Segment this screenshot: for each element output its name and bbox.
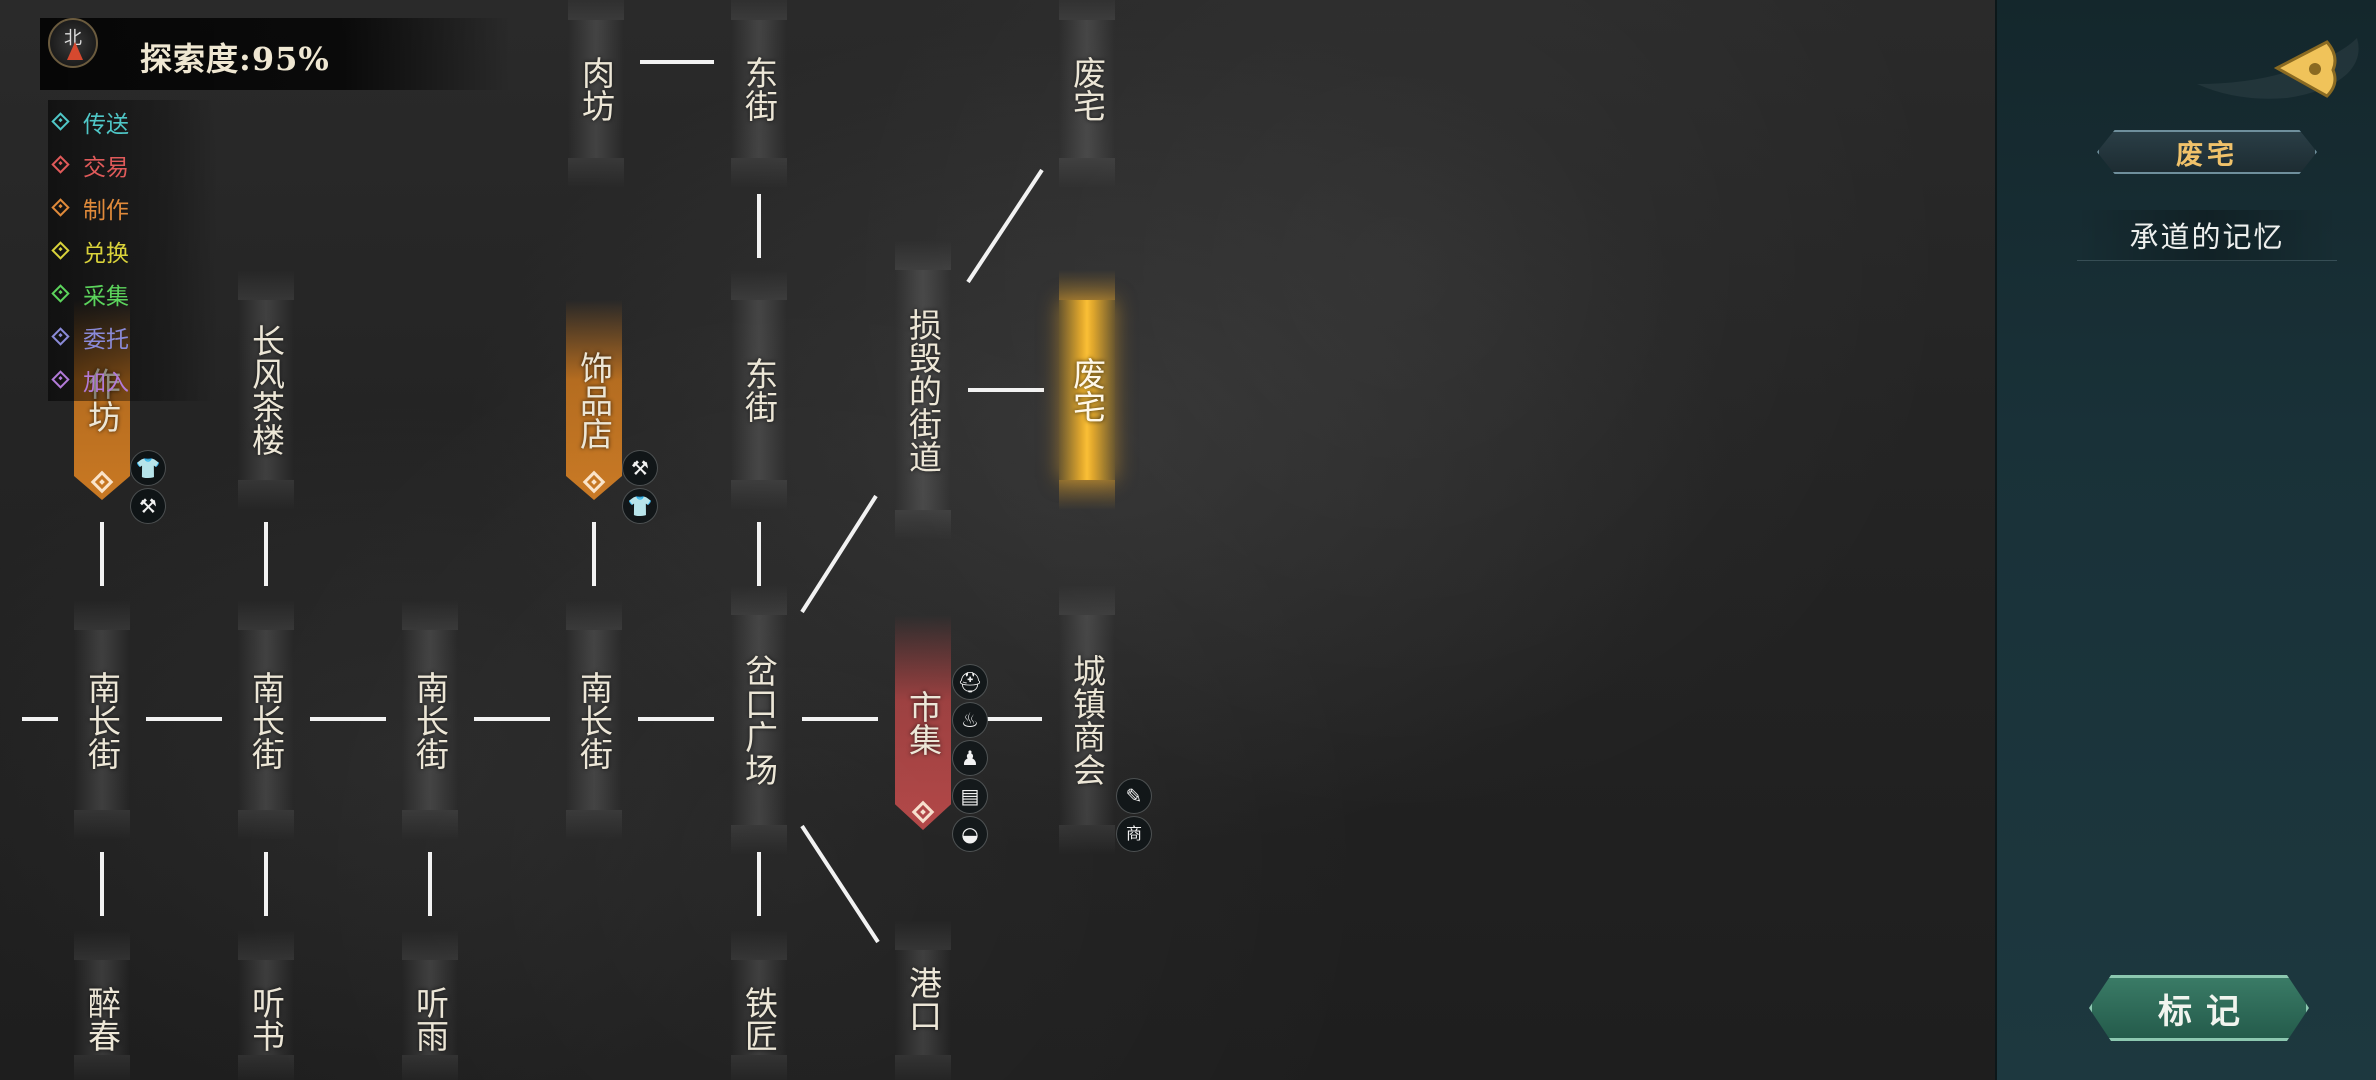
map-node[interactable]: 南长街 [402,600,458,840]
lantern-icon[interactable]: ♨ [952,702,988,738]
legend-item-join[interactable]: 加入 [48,358,218,401]
location-name-tab: 废宅 [2097,130,2317,174]
compass-icon[interactable]: 北 [48,18,98,68]
map-node[interactable]: 港口 [895,920,951,1080]
compass-arrow-icon [67,42,83,60]
node-label: 南长街 [246,670,286,770]
node-label: 听书 [246,986,286,1052]
pouch-icon[interactable]: ◒ [952,816,988,852]
node-label: 废宅 [1067,357,1107,423]
location-subtitle-bar: 承道的记忆 [2077,210,2337,261]
map-node[interactable]: 东街 [731,0,787,188]
node-label: 城镇商会 [1067,654,1107,786]
anvil-icon[interactable]: ⚒ [130,488,166,524]
node-label: 损毁的街道 [903,307,943,473]
diamond-icon [51,241,70,260]
diamond-icon [51,198,70,217]
anvil-icon[interactable]: ⚒ [622,450,658,486]
diamond-icon [51,155,70,174]
map-node-trade[interactable]: 市集 [895,615,951,830]
legend-item-trade[interactable]: 交易 [48,143,218,186]
map-node[interactable]: 东街 [731,270,787,510]
exploration-header [40,18,510,90]
books-icon[interactable]: ▤ [952,778,988,814]
map-node[interactable]: 醉春 [74,930,130,1080]
map-node[interactable]: 听书 [238,930,294,1080]
map-node-selected[interactable]: 废宅 [1059,270,1115,510]
clothing-icon[interactable]: 👕 [130,450,166,486]
map-node-crafting[interactable]: 饰品店 [566,300,622,500]
back-button[interactable] [2187,28,2367,108]
diamond-icon [51,327,70,346]
legend-item-commission[interactable]: 委托 [48,315,218,358]
map-node[interactable]: 听雨 [402,930,458,1080]
map-node[interactable]: 南长街 [238,600,294,840]
back-arrow-dot-icon [2309,63,2321,75]
diamond-icon [51,284,70,303]
legend-item-exchange[interactable]: 兑换 [48,229,218,272]
node-label: 听雨 [410,986,450,1052]
route-line [800,824,880,944]
node-label: 东街 [739,56,779,122]
map-node[interactable]: 南长街 [566,600,622,840]
city-map[interactable]: 肉坊 东街 废宅 作坊 长风茶楼 饰品店 东街 损毁的街道 废宅 南长街 [0,0,1995,1080]
exploration-progress: 探索度:95% [140,40,330,78]
route-line [800,494,878,614]
legend-label: 交易 [83,154,129,181]
map-node[interactable]: 肉坊 [568,0,624,188]
node-label: 南长街 [82,670,122,770]
map-node[interactable]: 岔口广场 [731,585,787,855]
map-node[interactable]: 废宅 [1059,0,1115,188]
node-label: 醉春 [82,986,122,1052]
node-label: 铁匠 [739,986,779,1052]
route-line [966,168,1044,284]
node-label: 港口 [903,966,943,1032]
route-lines [22,60,1044,944]
teapot-icon[interactable]: ♟ [952,740,988,776]
legend-label: 采集 [83,283,129,310]
node-label: 南长街 [574,670,614,770]
diamond-icon [51,370,70,389]
merchant-icon[interactable]: 商 [1116,816,1152,852]
map-node[interactable]: 长风茶楼 [238,270,294,510]
clothing-icon[interactable]: 👕 [622,488,658,524]
mark-button-label: 标记 [2158,991,2254,1032]
quill-icon[interactable]: ✎ [1116,778,1152,814]
trade-marker-icon [911,800,935,824]
location-subtitle: 承道的记忆 [2129,220,2285,254]
node-label: 饰品店 [574,350,614,450]
craft-marker-icon [582,470,606,494]
node-label: 市集 [903,689,943,756]
map-node[interactable]: 南长街 [74,600,130,840]
back-arrow-icon [2273,40,2337,98]
node-label: 废宅 [1067,56,1107,122]
legend-label: 加入 [83,369,129,396]
mark-button[interactable]: 标记 [2089,975,2309,1041]
diamond-icon [51,112,70,131]
location-sidebar: 废宅 承道的记忆 标记 [1995,0,2376,1080]
hat-icon[interactable]: ⛑ [952,664,988,700]
legend-label: 兑换 [83,240,129,267]
node-label: 岔口广场 [739,654,779,786]
node-label: 长风茶楼 [246,324,286,456]
craft-marker-icon [90,470,114,494]
map-legend: 传送 交易 制作 兑换 采集 委托 [48,100,218,401]
map-node[interactable]: 城镇商会 [1059,585,1115,855]
node-label: 肉坊 [576,56,616,122]
node-label: 南长街 [410,670,450,770]
map-node[interactable]: 损毁的街道 [895,240,951,540]
legend-label: 制作 [83,197,129,224]
legend-label: 传送 [83,111,129,138]
location-name: 废宅 [2176,139,2238,171]
legend-item-gather[interactable]: 采集 [48,272,218,315]
legend-label: 委托 [83,326,129,353]
node-label: 东街 [739,357,779,423]
legend-item-teleport[interactable]: 传送 [48,100,218,143]
map-node[interactable]: 铁匠 [731,930,787,1080]
legend-item-craft[interactable]: 制作 [48,186,218,229]
